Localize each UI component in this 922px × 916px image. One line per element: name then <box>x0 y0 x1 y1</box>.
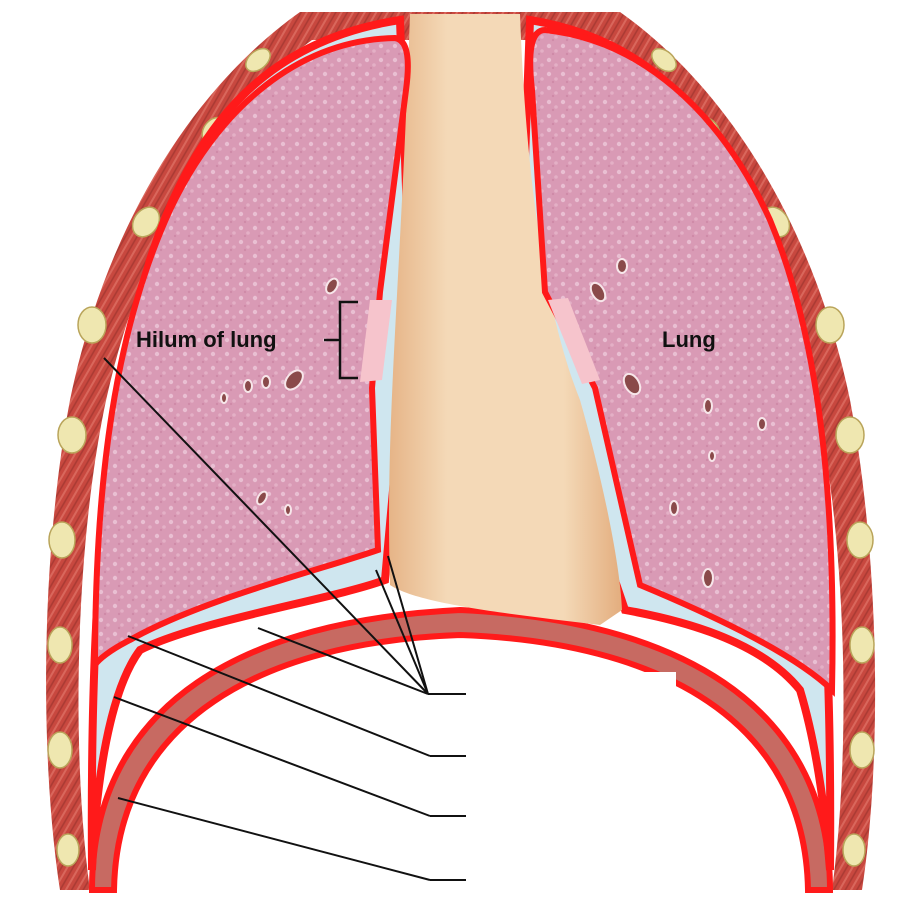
diaphragm <box>88 606 834 893</box>
label-hilum: Hilum of lung <box>136 327 277 352</box>
bracket-icon <box>324 300 358 380</box>
left-lung <box>91 34 411 676</box>
mediastinum <box>389 14 622 625</box>
answer-blank-4[interactable] <box>466 858 676 898</box>
label-lung: Lung <box>662 327 716 352</box>
right-lung <box>527 26 836 697</box>
lung-vessels <box>220 258 767 588</box>
leader-lines <box>103 357 466 881</box>
hilum-right <box>548 298 600 384</box>
answer-blank-3[interactable] <box>466 796 676 836</box>
hilum-left <box>360 300 392 382</box>
answer-blank-1[interactable] <box>466 672 676 712</box>
answer-blank-2[interactable] <box>466 734 676 774</box>
answer-blanks <box>466 672 676 898</box>
